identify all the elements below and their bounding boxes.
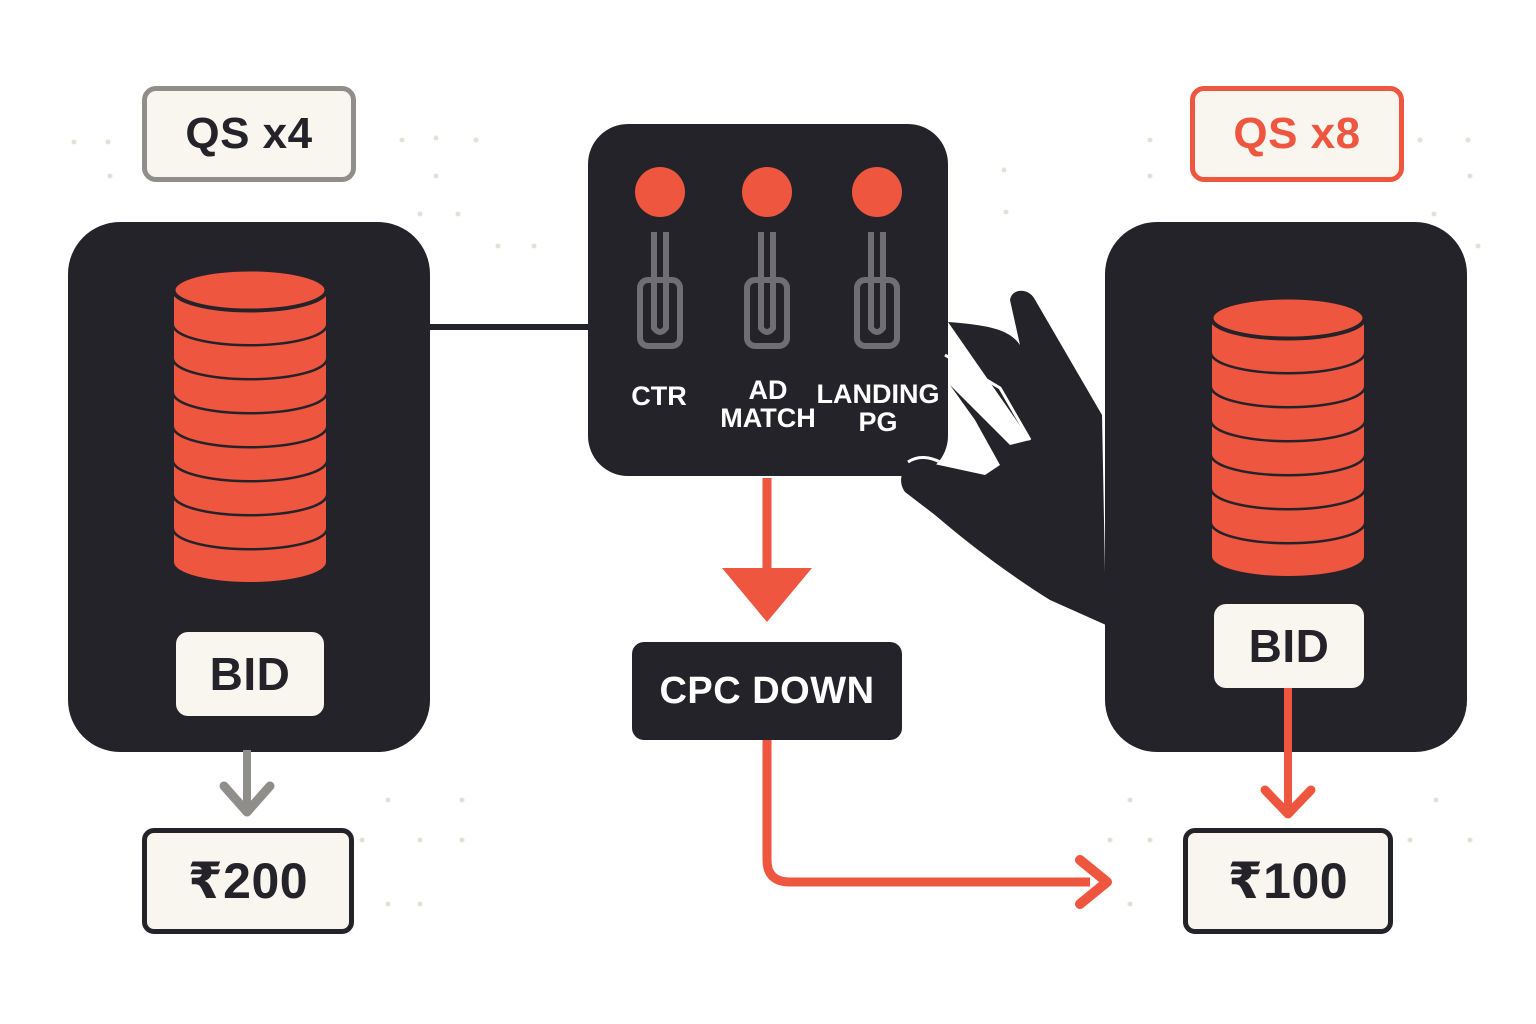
dot: [1465, 137, 1471, 143]
control-panel: [588, 124, 948, 476]
dot: [473, 137, 479, 143]
coin-top: [1210, 296, 1366, 340]
dot: [385, 901, 391, 907]
dot: [105, 139, 111, 145]
dot: [1417, 137, 1423, 143]
left-bid-label: BID: [176, 632, 324, 716]
dot: [1467, 173, 1473, 179]
cpc-down-label: CPC DOWN: [632, 642, 902, 740]
dot: [1127, 901, 1133, 907]
dot: [1127, 797, 1133, 803]
dot: [417, 211, 423, 217]
hand-icon: [901, 290, 1106, 625]
dot: [1003, 209, 1009, 215]
left-price: ₹200: [142, 828, 354, 934]
dot: [399, 137, 405, 143]
right-qs-badge: QS x8: [1190, 86, 1404, 182]
dot: [1407, 837, 1413, 843]
lever: [635, 167, 685, 349]
knob-label-ctr: CTR: [606, 381, 712, 411]
knob-label-ad-match: AD MATCH: [710, 376, 826, 433]
knob-label-landing-pg: LANDING PG: [814, 380, 942, 437]
dot: [1147, 137, 1153, 143]
dot: [359, 837, 365, 843]
knob-label-line1: CTR: [631, 381, 687, 411]
dot: [433, 135, 439, 141]
dot: [1475, 243, 1481, 249]
lever-knob: [742, 167, 792, 217]
dot: [459, 797, 465, 803]
dot: [1001, 167, 1007, 173]
dot: [1147, 837, 1153, 843]
dot: [495, 243, 501, 249]
dot: [1433, 797, 1439, 803]
left-coin-stack-icon: [171, 267, 329, 582]
lever-knob: [852, 167, 902, 217]
right-price: ₹100: [1183, 828, 1393, 934]
decorative-dots: [71, 135, 1481, 907]
dot: [417, 837, 423, 843]
cpc-to-price-arrow: [762, 740, 1112, 909]
dot: [531, 243, 537, 249]
dot: [455, 211, 461, 217]
dot: [1147, 173, 1153, 179]
knob-label-line2: PG: [858, 407, 898, 438]
left-price-arrow: [219, 715, 275, 817]
dot: [1467, 837, 1473, 843]
right-price-arrow: [1260, 688, 1316, 819]
lever: [742, 167, 792, 349]
down-arrow: [722, 478, 812, 622]
dot: [459, 837, 465, 843]
right-coin-stack-icon: [1209, 295, 1367, 576]
lever-knob: [635, 167, 685, 217]
right-bid-label: BID: [1214, 604, 1364, 688]
dot: [433, 173, 439, 179]
coin-top: [172, 268, 328, 312]
knob-label-line1: AD: [748, 375, 788, 405]
dot: [417, 901, 423, 907]
knob-label-line2: MATCH: [720, 403, 816, 434]
dot: [1107, 837, 1113, 843]
dot: [71, 139, 77, 145]
dot: [1431, 211, 1437, 217]
knob-label-line1: LANDING: [816, 379, 940, 409]
lever: [852, 167, 902, 349]
left-qs-badge: QS x4: [142, 86, 356, 182]
dot: [385, 797, 391, 803]
lever-panel-icon: [635, 167, 902, 349]
dot: [107, 173, 113, 179]
